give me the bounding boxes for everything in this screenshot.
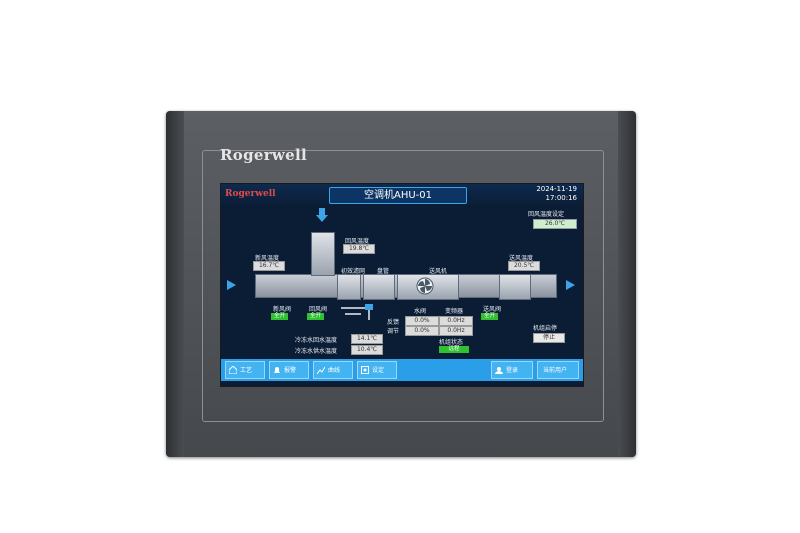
bezel-right: [618, 111, 636, 457]
chart-icon: [317, 366, 325, 374]
fan-icon: [416, 277, 434, 295]
unit-status-value: 远程: [439, 346, 469, 353]
coil-label: 盘管: [377, 268, 390, 275]
datetime: 2024-11-19 17:00:16: [536, 185, 577, 203]
nav-settings-button[interactable]: 设定: [357, 361, 397, 379]
water-valve-regulate-value: 0.0%: [405, 326, 439, 336]
nav-curve-button[interactable]: 曲线: [313, 361, 353, 379]
chw-return-label: 冷冻水回水温度: [295, 337, 338, 344]
nav-current-user-label: 当前用户: [543, 367, 568, 374]
screen-logo: Rogerwell: [225, 189, 276, 199]
nav-alarm-button[interactable]: 报警: [269, 361, 309, 379]
return-temp-setpoint-label: 回风温度设定: [528, 211, 565, 218]
supply-air-temp-value: 20.5℃: [508, 261, 540, 271]
chw-supply-label: 冷冻水供水温度: [295, 348, 338, 355]
vfd-feedback-value: 0.0Hz: [439, 316, 473, 326]
supply-air-outlet-arrow-icon: [566, 280, 575, 290]
settings-icon: [361, 366, 369, 374]
supply-damper-label: 送风阀: [483, 306, 502, 313]
fresh-damper-state: 全开: [271, 313, 289, 320]
hmi-device: Rogerwell Rogerwell 空调机AHU-01 2024-11-19…: [166, 111, 636, 457]
return-air-duct: [311, 232, 335, 276]
nav-current-user-button[interactable]: 当前用户: [537, 361, 579, 379]
fan-label: 送风机: [429, 268, 448, 275]
device-brand-logo: Rogerwell: [220, 146, 307, 164]
time-text: 17:00:16: [545, 194, 577, 202]
return-damper-label: 回风阀: [309, 306, 328, 313]
fresh-air-temp-value: 16.7℃: [253, 261, 285, 271]
filter-section: [337, 274, 361, 300]
stop-button[interactable]: 停止: [533, 333, 565, 343]
water-valve-label: 水阀: [414, 308, 427, 315]
vfd-regulate-value: 0.0Hz: [439, 326, 473, 336]
nav-login-label: 登录: [506, 367, 519, 374]
unit-status-label: 机组状态: [439, 339, 464, 346]
fan-section: [397, 274, 459, 300]
water-valve-icon: [341, 304, 373, 320]
nav-alarm-label: 报警: [284, 367, 297, 374]
return-temp-setpoint-input[interactable]: 26.0℃: [533, 219, 577, 229]
supply-damper-state: 全开: [481, 313, 499, 320]
return-air-arrow-icon: [316, 208, 328, 222]
date-text: 2024-11-19: [536, 185, 577, 193]
regulate-label: 调节: [387, 328, 400, 335]
home-icon: [229, 366, 237, 374]
user-icon: [495, 367, 503, 374]
supply-section: [499, 274, 531, 300]
coil-section: [363, 274, 395, 300]
feedback-label: 反馈: [387, 319, 400, 326]
supply-air-temp-label: 送风温度: [509, 255, 534, 262]
alarm-icon: [274, 367, 280, 373]
front-panel-frame: [202, 150, 604, 422]
chw-return-value: 14.1℃: [351, 334, 383, 344]
nav-process-button[interactable]: 工艺: [225, 361, 265, 379]
vfd-label: 变频器: [445, 308, 464, 315]
fresh-damper-label: 新风阀: [273, 306, 292, 313]
return-damper-state: 全开: [307, 313, 325, 320]
return-air-temp-value: 19.8℃: [343, 244, 375, 254]
nav-login-button[interactable]: 登录: [491, 361, 533, 379]
unit-startstop-label: 机组启停: [533, 325, 558, 332]
water-valve-feedback-value: 0.0%: [405, 316, 439, 326]
nav-process-label: 工艺: [240, 367, 253, 374]
fresh-air-inlet-arrow-icon: [227, 280, 236, 290]
bezel-left: [166, 111, 184, 457]
return-air-temp-label: 回风温度: [345, 238, 370, 245]
screen-title: 空调机AHU-01: [329, 187, 467, 204]
touch-screen: Rogerwell 空调机AHU-01 2024-11-19 17:00:16 …: [220, 183, 584, 387]
chw-supply-value: 10.4℃: [351, 345, 383, 355]
nav-settings-label: 设定: [372, 367, 385, 374]
nav-curve-label: 曲线: [328, 367, 341, 374]
fresh-air-temp-label: 新风温度: [255, 255, 280, 262]
filter-label: 初效滤网: [341, 268, 366, 275]
